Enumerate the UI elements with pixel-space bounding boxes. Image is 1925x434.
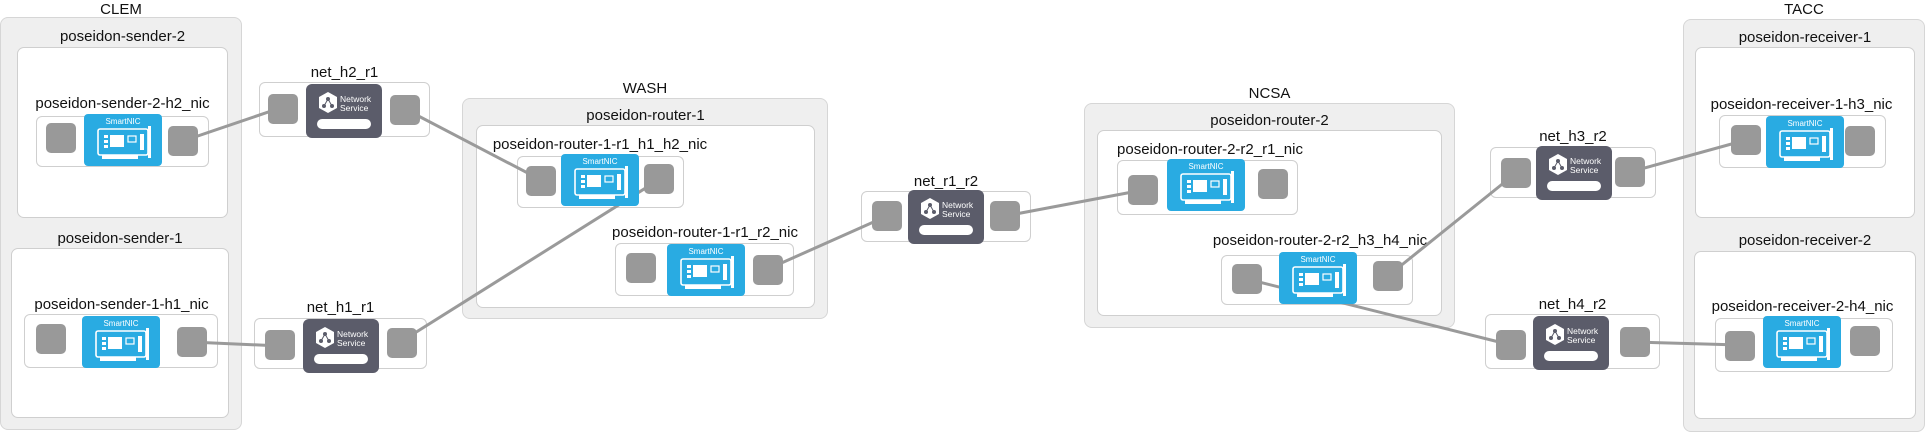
smartnic-badge-label: SmartNIC <box>582 157 618 166</box>
interface-net-h4-r2-right[interactable] <box>1620 327 1650 357</box>
site-label-clem: CLEM <box>100 1 142 18</box>
network-service-badge-line2: Service <box>942 209 971 219</box>
network-service-badge-line1: Network <box>1570 156 1602 166</box>
smartnic-badge-label: SmartNIC <box>103 319 139 328</box>
interface-net-h3-r2-right[interactable] <box>1615 157 1645 187</box>
interface-router-1-b-left[interactable] <box>626 253 656 283</box>
network-label-net-h1-r1: net_h1_r1 <box>306 299 375 316</box>
nic-label-receiver-1: poseidon-receiver-1-h3_nic <box>1710 96 1893 113</box>
interface-sender-1-right[interactable] <box>177 327 207 357</box>
nic-label-router-1-b: poseidon-router-1-r1_r2_nic <box>612 224 798 241</box>
interface-sender-2-left[interactable] <box>46 123 76 153</box>
nic-label-receiver-2: poseidon-receiver-2-h4_nic <box>1711 298 1894 315</box>
host-label-sender-1: poseidon-sender-1 <box>57 230 183 247</box>
smartnic-icon[interactable]: SmartNIC <box>1766 116 1844 168</box>
interface-net-h3-r2-left[interactable] <box>1501 158 1531 188</box>
interface-sender-1-left[interactable] <box>36 324 66 354</box>
nic-label-sender-2: poseidon-sender-2-h2_nic <box>35 95 210 112</box>
interface-router-2-a-right[interactable] <box>1258 169 1288 199</box>
smartnic-icon[interactable]: SmartNIC <box>1763 316 1841 368</box>
host-label-receiver-1: poseidon-receiver-1 <box>1738 29 1872 46</box>
interface-net-h1-r1-right[interactable] <box>387 328 417 358</box>
interface-receiver-1-right[interactable] <box>1845 126 1875 156</box>
nic-label-sender-1: poseidon-sender-1-h1_nic <box>34 296 209 313</box>
smartnic-icon[interactable]: SmartNIC <box>84 114 162 166</box>
nic-label-router-1-a: poseidon-router-1-r1_h1_h2_nic <box>492 136 708 153</box>
interface-net-r1-r2-left[interactable] <box>872 201 902 231</box>
network-label-net-h4-r2: net_h4_r2 <box>1538 296 1607 313</box>
site-label-ncsa: NCSA <box>1248 85 1291 102</box>
network-service-badge-line1: Network <box>1567 326 1599 336</box>
network-label-net-h3-r2: net_h3_r2 <box>1539 128 1607 145</box>
host-label-receiver-2: poseidon-receiver-2 <box>1738 232 1872 249</box>
interface-router-2-a-left[interactable] <box>1128 175 1158 205</box>
interface-receiver-1-left[interactable] <box>1731 125 1761 155</box>
interface-net-h2-r1-right[interactable] <box>390 95 420 125</box>
smartnic-icon[interactable]: SmartNIC <box>1279 252 1357 304</box>
interface-net-h1-r1-left[interactable] <box>265 330 295 360</box>
interface-receiver-2-right[interactable] <box>1850 326 1880 356</box>
smartnic-badge-label: SmartNIC <box>1787 119 1823 128</box>
network-service-badge-line2: Service <box>1567 335 1596 345</box>
interface-router-2-b-right[interactable] <box>1373 261 1403 291</box>
interface-net-h4-r2-left[interactable] <box>1496 330 1526 360</box>
site-label-wash: WASH <box>622 80 668 97</box>
interface-sender-2-right[interactable] <box>168 126 198 156</box>
interface-router-2-b-left[interactable] <box>1232 264 1262 294</box>
smartnic-badge-label: SmartNIC <box>1300 255 1336 264</box>
smartnic-badge-label: SmartNIC <box>105 117 141 126</box>
host-label-router-1: poseidon-router-1 <box>586 107 705 124</box>
network-service-badge-line1: Network <box>340 94 372 104</box>
smartnic-badge-label: SmartNIC <box>688 247 724 256</box>
smartnic-icon[interactable]: SmartNIC <box>561 154 639 206</box>
network-service-badge-line2: Service <box>337 338 366 348</box>
network-service-badge-line1: Network <box>337 329 369 339</box>
nic-label-router-2-a: poseidon-router-2-r2_r1_nic <box>1117 141 1303 158</box>
smartnic-icon[interactable]: SmartNIC <box>667 244 745 296</box>
smartnic-badge-label: SmartNIC <box>1188 162 1224 171</box>
smartnic-icon[interactable]: SmartNIC <box>1167 159 1245 211</box>
network-label-net-r1-r2: net_r1_r2 <box>913 173 979 190</box>
interface-router-1-b-right[interactable] <box>753 255 783 285</box>
host-label-sender-2: poseidon-sender-2 <box>59 28 186 45</box>
network-service-badge-line2: Service <box>1570 165 1599 175</box>
network-service-badge-line1: Network <box>942 200 974 210</box>
interface-router-1-a-left[interactable] <box>526 166 556 196</box>
network-label-net-h2-r1: net_h2_r1 <box>310 64 379 81</box>
interface-router-1-a-right[interactable] <box>644 164 674 194</box>
interface-net-r1-r2-right[interactable] <box>990 201 1020 231</box>
network-service-badge-line2: Service <box>340 103 369 113</box>
smartnic-icon[interactable]: SmartNIC <box>82 316 160 368</box>
interface-receiver-2-left[interactable] <box>1725 331 1755 361</box>
smartnic-badge-label: SmartNIC <box>1784 319 1820 328</box>
nic-label-router-2-b: poseidon-router-2-r2_h3_h4_nic <box>1212 232 1428 249</box>
site-label-tacc: TACC <box>1784 1 1824 18</box>
interface-net-h2-r1-left[interactable] <box>268 94 298 124</box>
host-label-router-2: poseidon-router-2 <box>1210 112 1329 129</box>
